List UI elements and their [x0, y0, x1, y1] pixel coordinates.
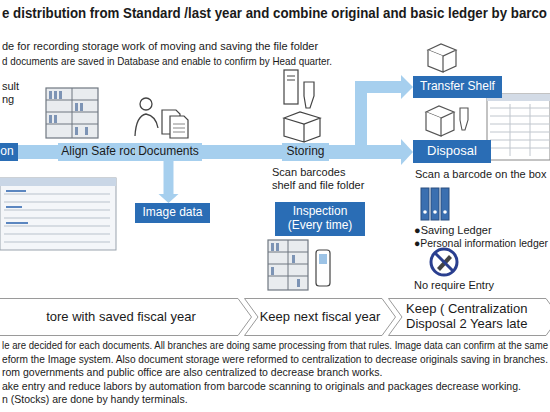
node-text: Image data — [142, 206, 202, 220]
destination-box: Transfer Shelf — [413, 76, 502, 98]
flow-band — [329, 87, 401, 152]
flow-band — [18, 145, 58, 159]
node-text: Align Safe room — [61, 145, 146, 159]
step-box: on — [0, 143, 18, 161]
node-text: Keep next fiscal year — [260, 310, 381, 325]
cut-label: sult — [2, 80, 19, 93]
ledger-screenshot — [487, 94, 550, 160]
node-text: on — [0, 145, 13, 159]
flow-band — [58, 145, 202, 159]
node-text: Keep ( Centralization Disposal 2 Years l… — [406, 302, 550, 332]
destination-box: Disposal — [413, 140, 491, 163]
safe-room-shelf — [46, 88, 98, 138]
cut-label: ng — [2, 93, 14, 106]
person-with-documents — [135, 98, 188, 138]
step-box: Documents — [135, 143, 202, 161]
flow-arrow — [159, 161, 179, 203]
flow-arrow — [18, 152, 58, 153]
inspection-box: Inspection (Every time) — [275, 202, 365, 236]
slide-title: e distribution from Standard /last year … — [2, 4, 547, 21]
body-line: le are decided for each documents. All b… — [2, 339, 548, 351]
period-chevron: Keep next fiscal year — [244, 298, 396, 336]
note-line: d documents are saved in Database and en… — [2, 55, 332, 68]
flow-arrow — [329, 75, 413, 152]
node-text: tore with saved fiscal year — [46, 310, 196, 325]
period-chevron: Keep ( Centralization Disposal 2 Years l… — [388, 298, 550, 336]
arrowhead — [159, 194, 179, 203]
period-chevron: tore with saved fiscal year — [0, 298, 252, 336]
flow-band — [164, 161, 174, 194]
node-text: Documents — [138, 145, 199, 159]
no-entry-symbol — [431, 249, 457, 275]
flow-band — [202, 145, 282, 159]
disposal-box-icon — [426, 106, 468, 136]
step-box: Storing — [282, 143, 329, 161]
ledger-binders — [421, 188, 449, 220]
note-line: de for recording storage work of moving … — [2, 40, 318, 53]
arrowhead — [401, 75, 413, 99]
ledger-item: ●Personal information ledger — [414, 237, 548, 250]
output-box: Image data — [135, 203, 210, 223]
step-note: Scan a barcode on the box — [415, 168, 546, 181]
arrowhead — [401, 139, 413, 165]
body-line: rom governments and public office are al… — [2, 366, 382, 378]
transfer-box-icon — [428, 44, 456, 72]
status-note: No require Entry — [414, 279, 494, 292]
body-line: eform the Image system. Also document st… — [2, 353, 548, 365]
body-line: ake entry and reduce labors by automatio… — [2, 380, 521, 392]
body-line: n (Stocks) are done by handy terminals. — [2, 393, 188, 405]
storing-equipment — [284, 70, 320, 142]
flow-arrow — [202, 152, 282, 153]
node-text: Inspection (Every time) — [281, 205, 359, 233]
node-text: Storing — [286, 145, 324, 159]
step-note: Scan barcodes shelf and file folder — [272, 166, 368, 191]
inspection-shelf-and-terminal — [268, 240, 330, 290]
node-text: Disposal — [427, 144, 477, 159]
left-screenshot — [0, 178, 116, 250]
node-text: Transfer Shelf — [420, 80, 495, 94]
ledger-item: ●Saving Ledger — [414, 224, 492, 237]
